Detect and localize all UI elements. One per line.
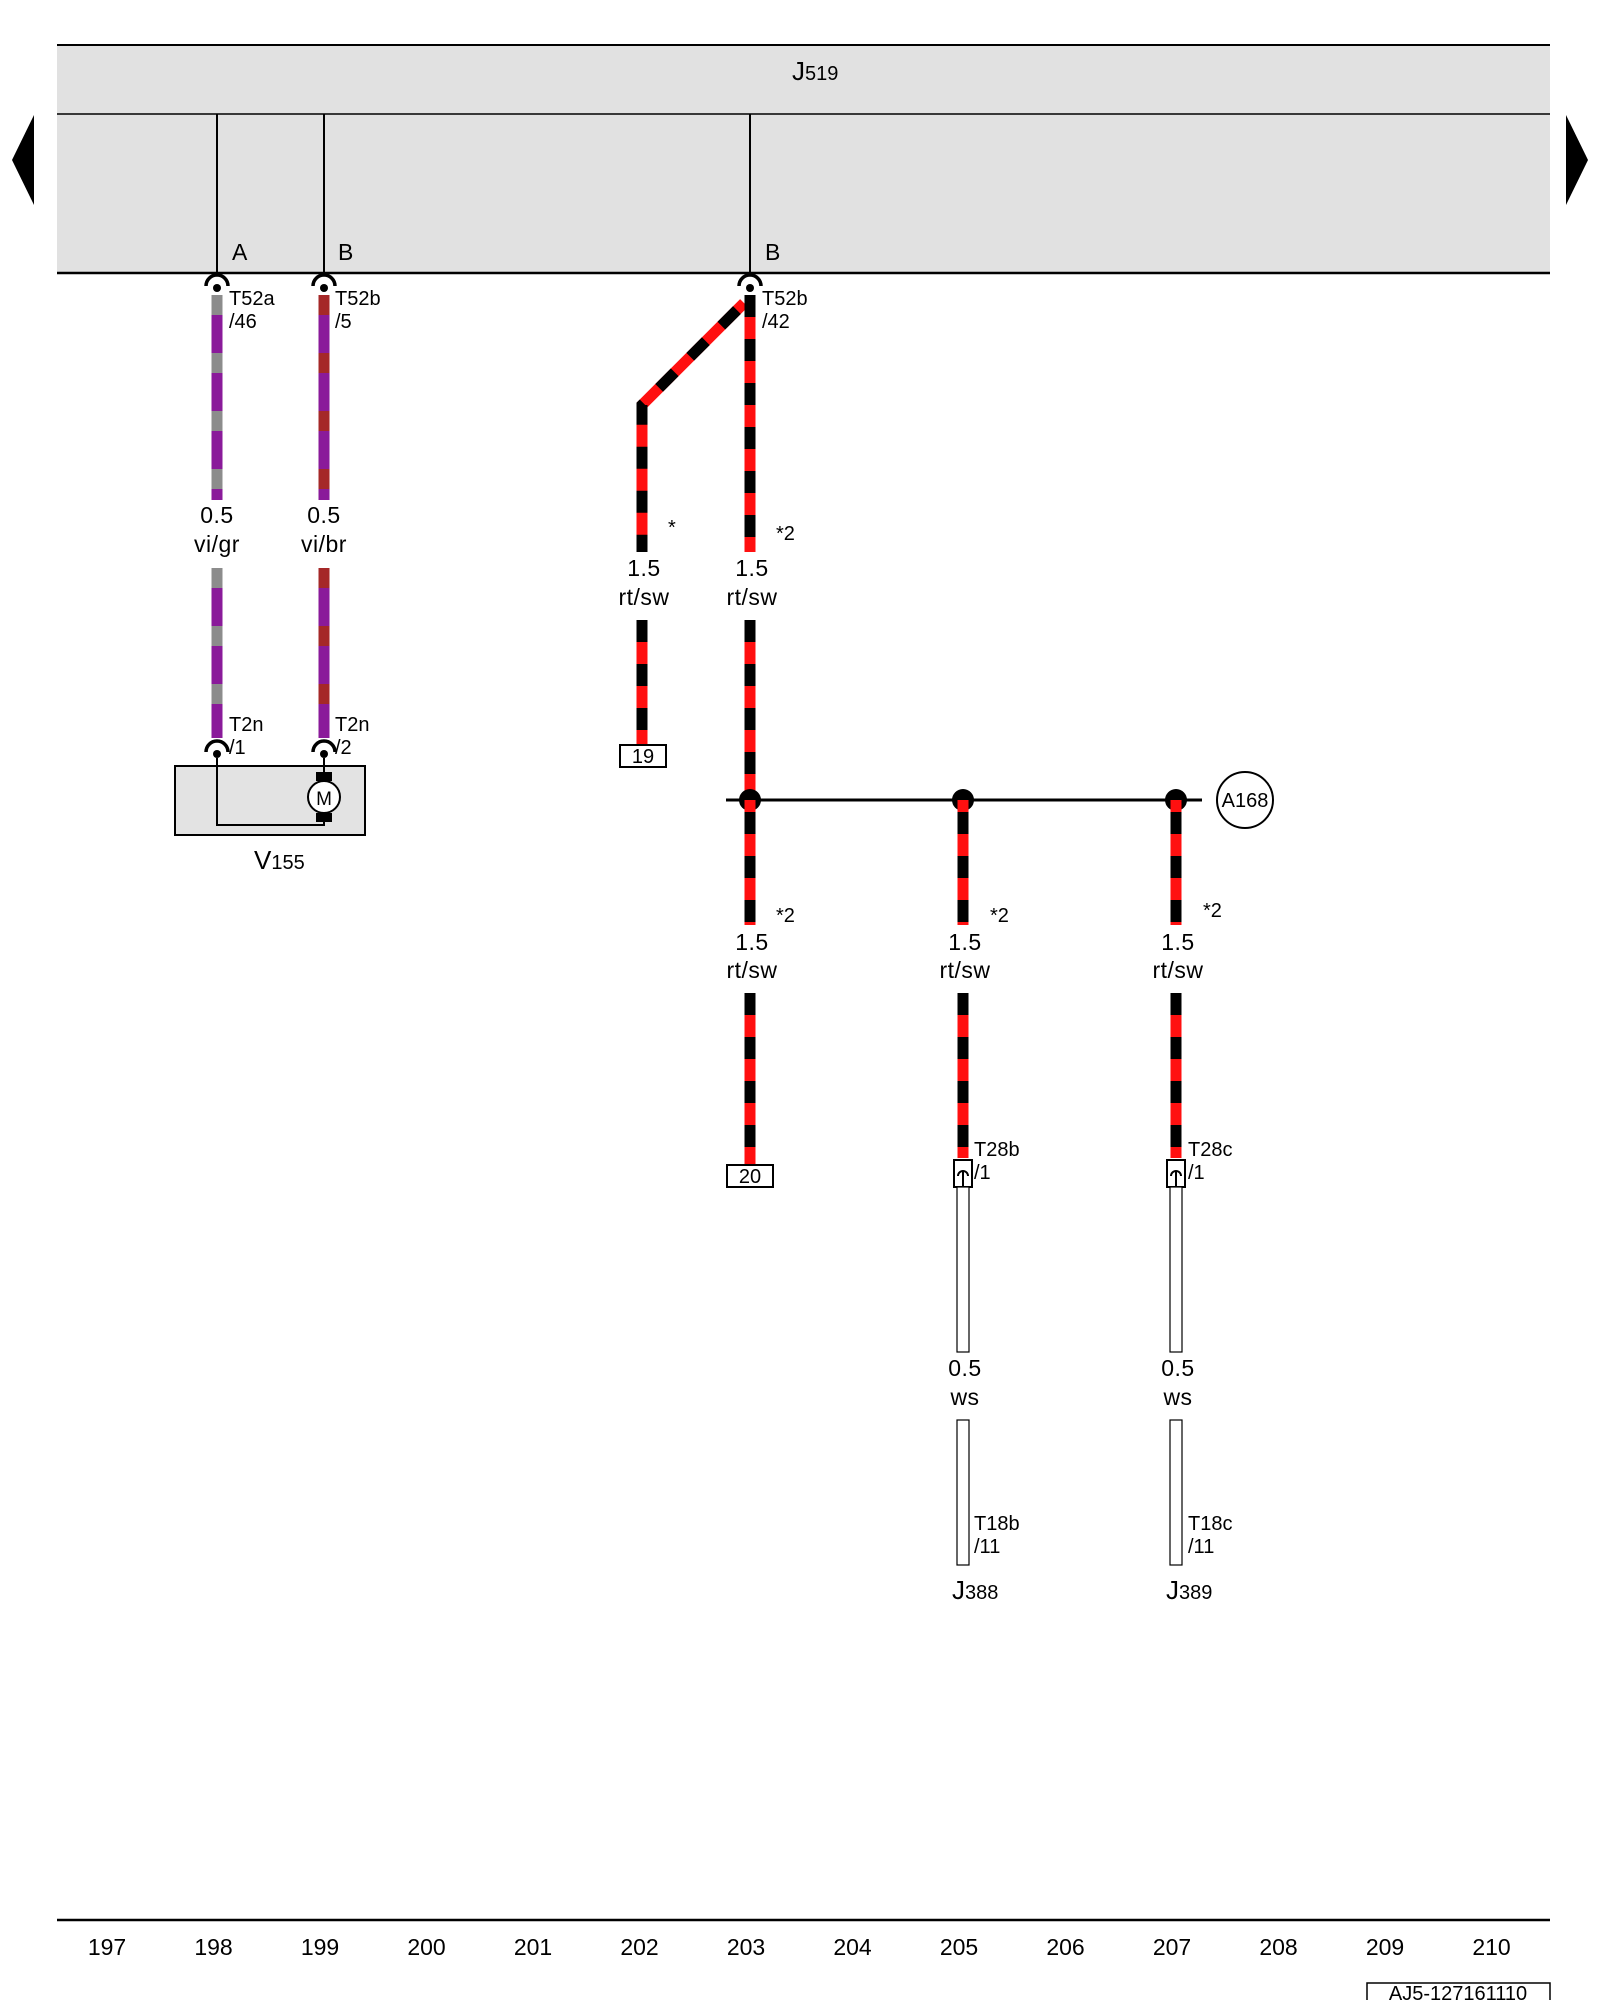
connector-name: T2n [335, 714, 369, 736]
wire-size-label: 0.5 [948, 1355, 981, 1381]
column-number: 210 [1472, 1934, 1510, 1960]
connector-t2n-1 [204, 739, 230, 758]
connector-pin: /42 [762, 311, 790, 333]
wire-color-label: rt/sw [726, 957, 777, 983]
wire-note: * [668, 517, 676, 539]
column-numbers: 197 198 199 200 201 202 203 204 205 206 207 208 209 2… [88, 1934, 1511, 1960]
connector-pin: /11 [1188, 1536, 1214, 1558]
wire-size-label: 1.5 [1161, 929, 1194, 955]
wire-color-label: rt/sw [726, 584, 777, 610]
next-page-arrow[interactable] [1566, 115, 1588, 205]
wire-color-label: rt/sw [1152, 957, 1203, 983]
reference-box-19[interactable] [619, 744, 667, 768]
wire-size-label: 0.5 [200, 502, 233, 528]
column-number: 197 [88, 1934, 126, 1960]
control-unit-panel [57, 45, 1550, 273]
component-label-j388: J388 [952, 1575, 998, 1605]
connector-name: T52b [762, 288, 808, 310]
footer-code: AJ5-127161110 [1389, 1983, 1527, 2000]
connector-name: T28c [1188, 1139, 1232, 1161]
column-number: 202 [620, 1934, 658, 1960]
reference-box-20[interactable] [726, 1164, 774, 1188]
connector-pin: /1 [1188, 1162, 1205, 1184]
column-number: 206 [1046, 1934, 1084, 1960]
component-label-j389: J389 [1166, 1575, 1212, 1605]
wire-note: *2 [776, 905, 795, 927]
column-number: 207 [1153, 1934, 1191, 1960]
column-number: 205 [940, 1934, 978, 1960]
column-number: 203 [727, 1934, 765, 1960]
junction-label: A168 [1222, 790, 1269, 812]
wire-rt-sw-to-19 [636, 299, 748, 745]
wire-note: *2 [1203, 900, 1222, 922]
pin-letter-b: B [338, 239, 353, 265]
pin-letter-a: A [232, 239, 248, 265]
connector-t28c-1 [1166, 1159, 1186, 1188]
column-number: 208 [1259, 1934, 1297, 1960]
wire-color-label: rt/sw [618, 584, 669, 610]
connector-name: T18b [974, 1513, 1020, 1535]
column-number: 201 [514, 1934, 552, 1960]
reference-number: 20 [739, 1166, 761, 1188]
wire-color-label: vi/br [301, 531, 347, 557]
connector-pin: /2 [335, 737, 352, 759]
connector-name: T2n [229, 714, 263, 736]
wire-color-label: ws [949, 1384, 979, 1410]
previous-page-arrow[interactable] [12, 115, 34, 205]
column-number: 200 [407, 1934, 445, 1960]
footer-code-box [1366, 1982, 1551, 2000]
connector-pin: /11 [974, 1536, 1000, 1558]
reference-number: 19 [632, 746, 654, 768]
control-unit-label: J519 [792, 56, 838, 86]
connector-pin: /5 [335, 311, 352, 333]
column-number: 204 [833, 1934, 872, 1960]
column-number: 199 [301, 1934, 339, 1960]
wire-note: *2 [990, 905, 1009, 927]
connector-t52a-46 [204, 273, 230, 292]
junction-label-circle[interactable] [1216, 771, 1274, 829]
wire-ws-to-j388 [956, 1186, 970, 1566]
wire-size-label: 0.5 [307, 502, 340, 528]
wire-note: *2 [776, 523, 795, 545]
wire-color-label: ws [1162, 1384, 1192, 1410]
connector-t52b-42 [737, 273, 763, 292]
wire-size-label: 0.5 [1161, 1355, 1194, 1381]
connector-t2n-2 [311, 739, 337, 758]
connector-pin: /46 [229, 311, 257, 333]
motor-letter: M [316, 789, 332, 810]
connector-name: T18c [1188, 1513, 1232, 1535]
column-number: 198 [194, 1934, 232, 1960]
connector-name: T28b [974, 1139, 1020, 1161]
connector-t52b-5 [311, 273, 337, 292]
wire-color-label: rt/sw [939, 957, 990, 983]
connector-name: T52a [229, 288, 275, 310]
connector-pin: /1 [229, 737, 246, 759]
wire-size-label: 1.5 [735, 929, 768, 955]
component-label-v155: V155 [254, 845, 305, 875]
column-number: 209 [1366, 1934, 1404, 1960]
wire-size-label: 1.5 [627, 555, 660, 581]
wire-size-label: 1.5 [948, 929, 981, 955]
component-v155: M [174, 758, 366, 836]
pin-letter-b-2: B [765, 239, 780, 265]
wire-size-label: 1.5 [735, 555, 768, 581]
connector-pin: /1 [974, 1162, 991, 1184]
connector-name: T52b [335, 288, 381, 310]
wire-color-label: vi/gr [194, 531, 240, 557]
connector-t28b-1 [953, 1159, 973, 1188]
wire-ws-to-j389 [1169, 1186, 1183, 1566]
